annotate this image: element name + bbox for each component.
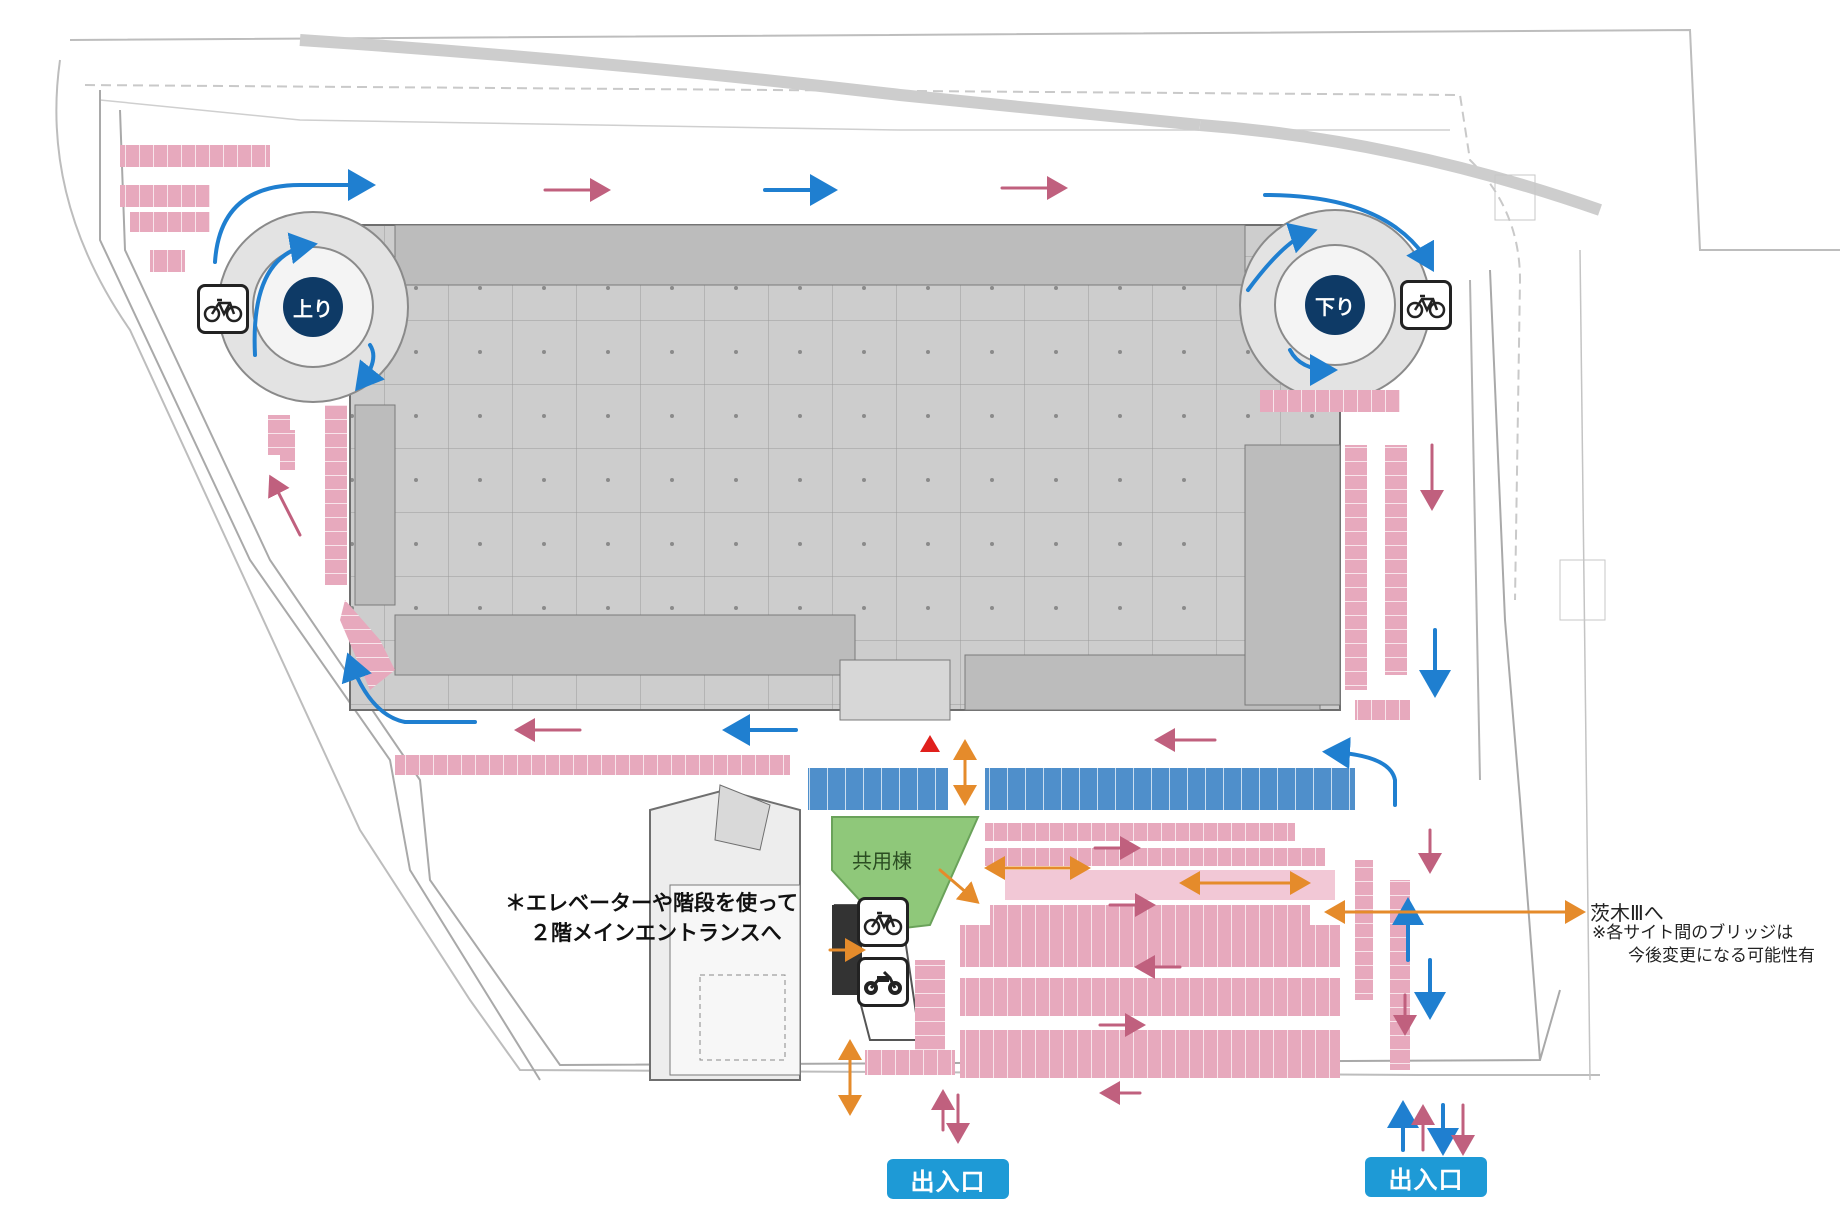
direction-arrow-icon: [252, 232, 318, 357]
direction-arrow-icon: [938, 868, 980, 904]
lower-left-building: [649, 784, 801, 1081]
direction-arrow-icon: [268, 474, 302, 537]
direction-arrow-icon: [1288, 348, 1338, 386]
red-triangle-marker-icon: [920, 735, 940, 752]
direction-arrow-icon: [213, 169, 376, 264]
bridge-destination-label: 茨木Ⅲへ: [1590, 901, 1664, 925]
entrance-right-badge: 出入口: [1365, 1157, 1487, 1197]
parking-areas: [120, 145, 1410, 1078]
direction-arrow-icon: [1246, 222, 1318, 292]
direction-arrow-icon: [1322, 737, 1397, 807]
elevator-note-line1: ＊エレベーターや階段を使って: [505, 891, 798, 915]
direction-arrow-icon: [1263, 193, 1434, 272]
direction-arrow-icon: [341, 652, 477, 724]
motorcycle-icon: [857, 957, 909, 1007]
up-ramp-label: 上り: [283, 277, 343, 337]
bicycle-icon: [1400, 280, 1452, 330]
blue-arrows: [213, 169, 1459, 1156]
pedestrian-arrows: [828, 739, 1586, 1116]
entrance-left-badge: 出入口: [887, 1159, 1009, 1199]
site-boundary: [55, 28, 1840, 1081]
direction-arrow-icon: [355, 343, 385, 392]
bicycle-icon: [197, 284, 249, 334]
blue-parking-areas: [808, 768, 1355, 810]
bicycle-icon: [857, 897, 909, 947]
elevator-note-line2: ２階メインエントランスへ: [530, 921, 782, 945]
bridge-note-line1: ※各サイト間のブリッジは: [1592, 923, 1794, 943]
bridge-note-line2: 今後変更になる可能性有: [1628, 946, 1815, 966]
main-warehouse: [349, 224, 1341, 721]
down-ramp-label: 下り: [1305, 275, 1365, 335]
pink-arrows: [268, 176, 1475, 1156]
shared-building-label: 共用棟: [852, 849, 912, 873]
